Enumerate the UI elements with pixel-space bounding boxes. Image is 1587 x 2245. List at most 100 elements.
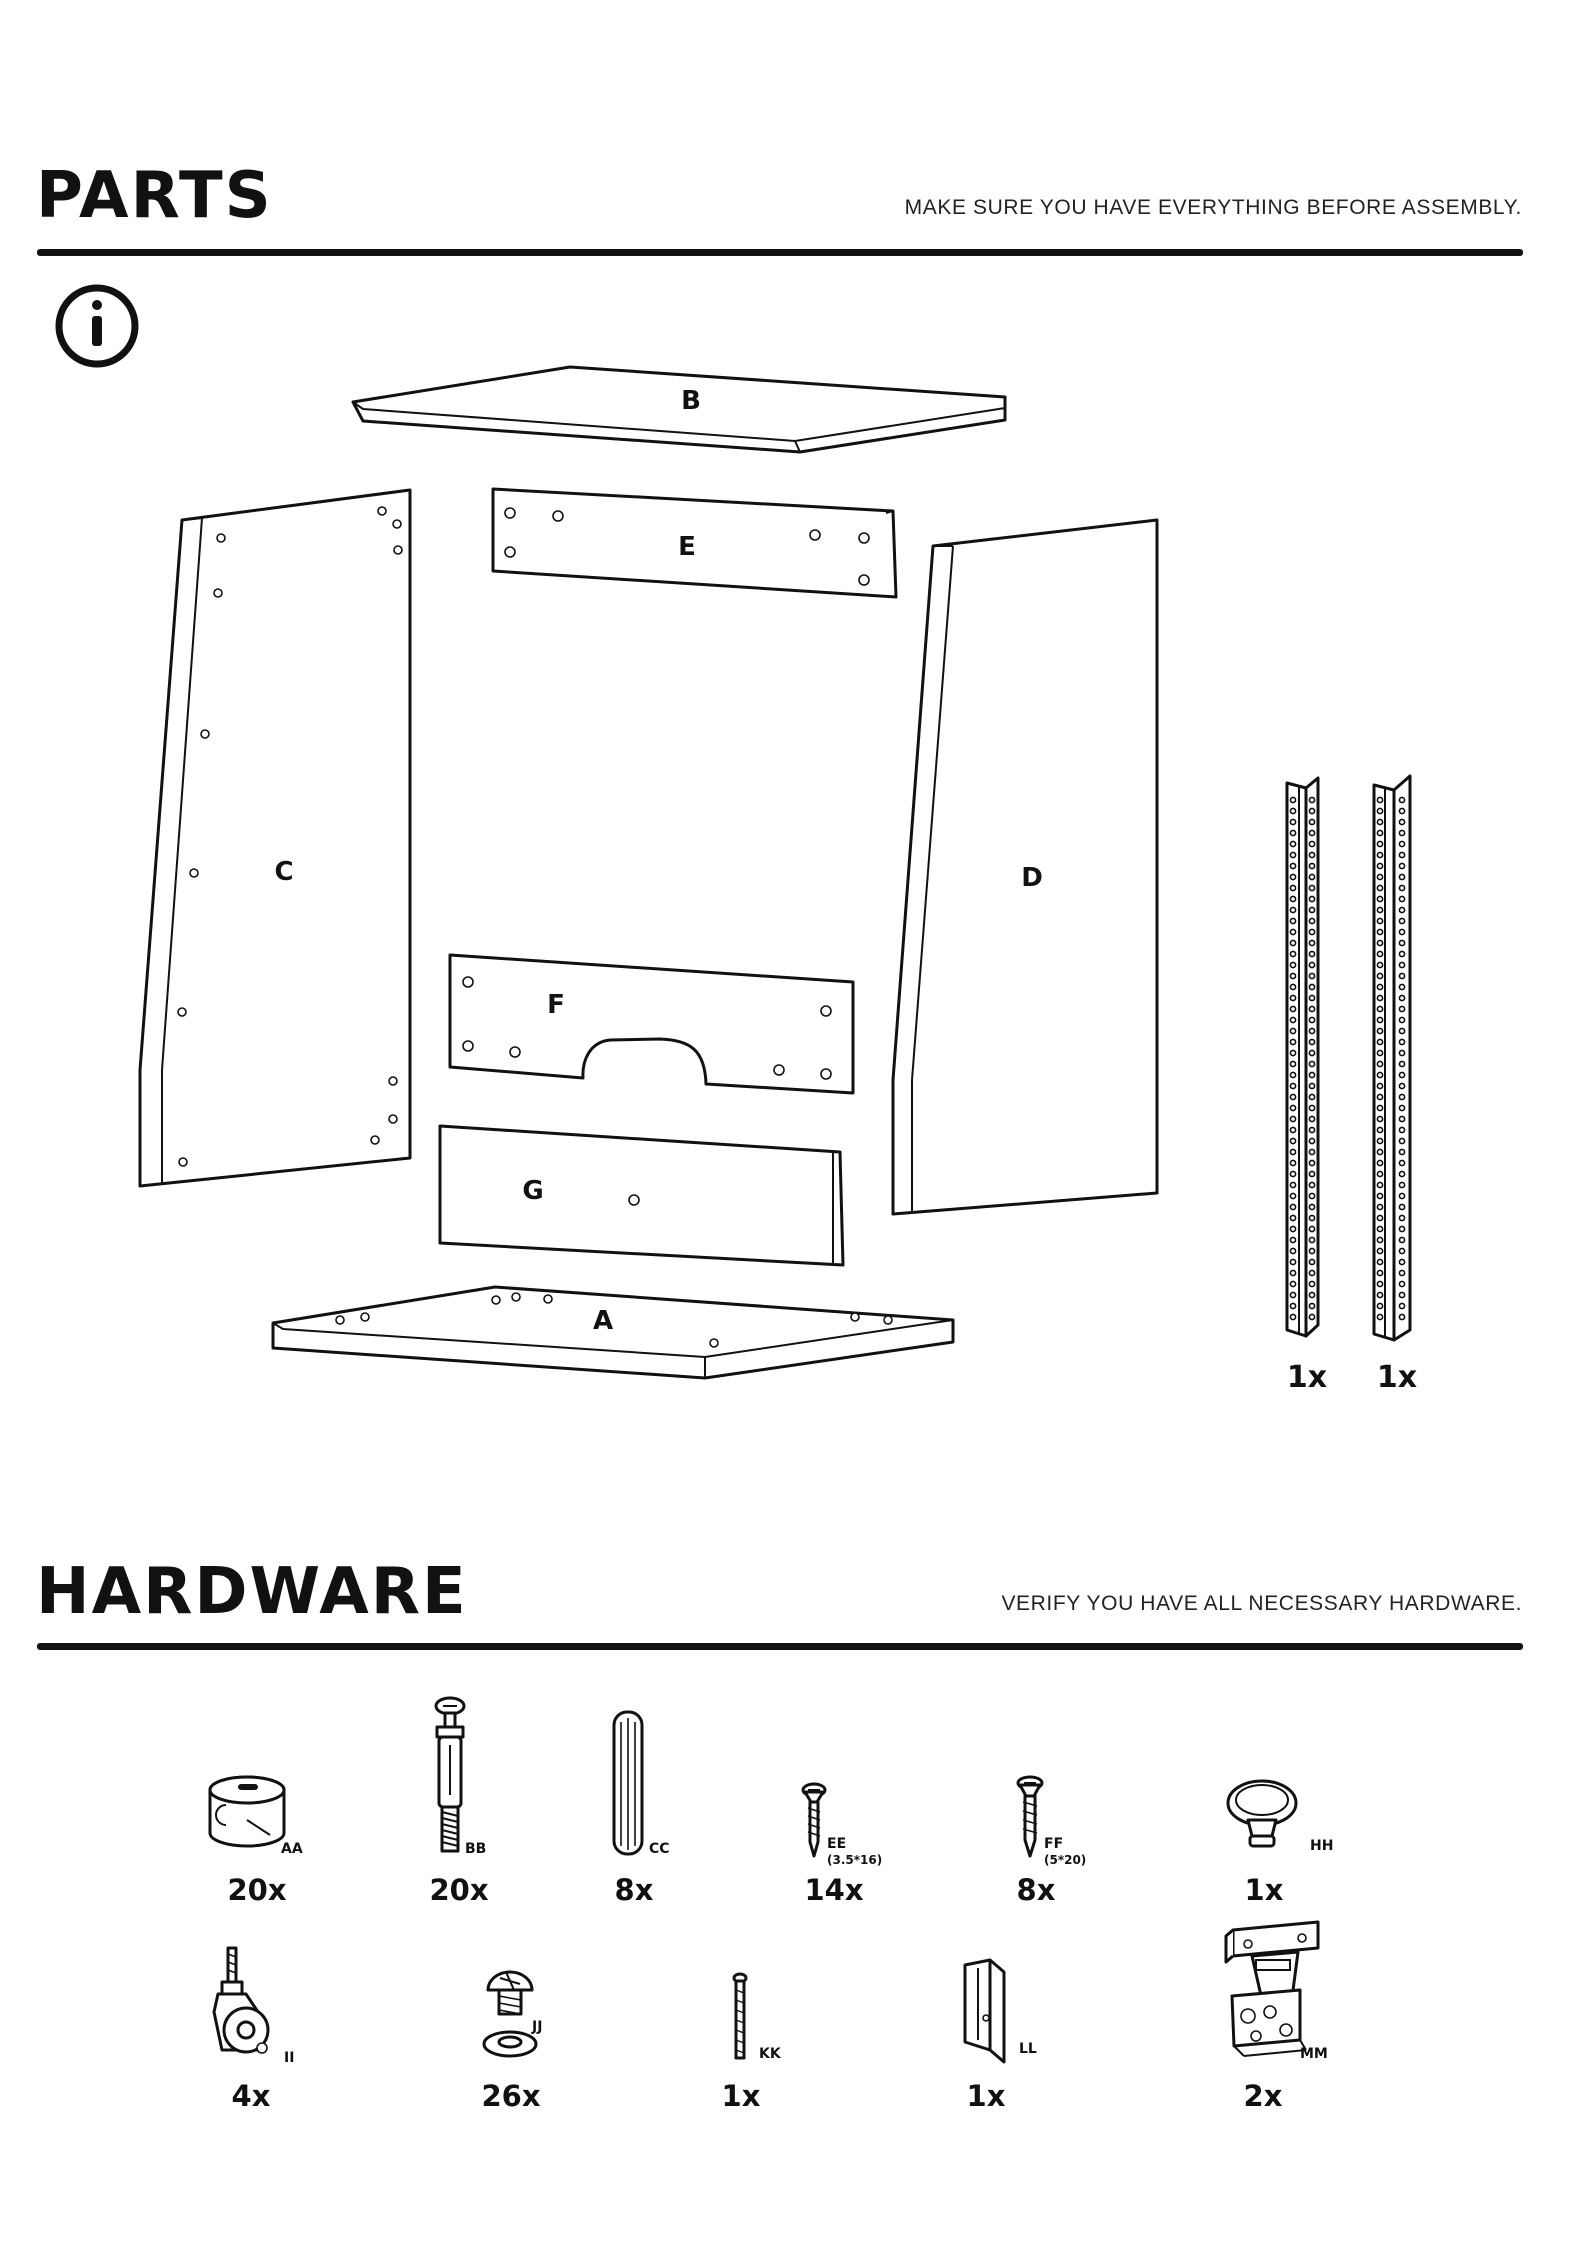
rail-hole [1377, 841, 1382, 846]
rail-hole [1309, 1017, 1314, 1022]
rail-hole [1377, 885, 1382, 890]
panel-b-label: B [681, 386, 701, 416]
rail-hole [1309, 1083, 1314, 1088]
rail-hole [1290, 1006, 1295, 1011]
rail-hole [1290, 1017, 1295, 1022]
rail-hole [1399, 1050, 1404, 1055]
rail-hole [1309, 1303, 1314, 1308]
rail-hole [1290, 1303, 1295, 1308]
rail-hole [1377, 962, 1382, 967]
rail-hole [1309, 896, 1314, 901]
hw-code-aa: AA [281, 1841, 303, 1857]
rail-hole [1377, 1226, 1382, 1231]
rail-hole [1399, 1138, 1404, 1143]
rail-hole [1309, 1182, 1314, 1187]
hw-qty-mm: 2x [1244, 2079, 1283, 2113]
rail-left-quantity: 1x [1287, 1360, 1327, 1395]
rail-hole [1399, 1006, 1404, 1011]
rail-hole [1377, 1028, 1382, 1033]
rail-hole [1290, 1061, 1295, 1066]
rail-hole [1377, 1215, 1382, 1220]
rail-hole [1309, 1160, 1314, 1165]
rail-hole [1399, 1281, 1404, 1286]
panel-d-label: D [1021, 863, 1043, 893]
bracket-icon [965, 1960, 1004, 2062]
rail-hole [1309, 1072, 1314, 1077]
hw-code-ff: FF [1044, 1836, 1063, 1852]
rail-hole [1309, 1127, 1314, 1132]
rail-hole [1377, 896, 1382, 901]
rail-hole [1309, 1237, 1314, 1242]
panel-e-label: E [678, 532, 696, 562]
rail-hole [1309, 907, 1314, 912]
rail-hole [1377, 819, 1382, 824]
rail-hole [1399, 797, 1404, 802]
hw-qty-ee: 14x [804, 1873, 863, 1907]
rail-hole [1399, 1204, 1404, 1209]
info-icon [59, 288, 135, 364]
rail-hole [1290, 808, 1295, 813]
rail-hole [1399, 1171, 1404, 1176]
rail-hole [1309, 1050, 1314, 1055]
rail-hole [1399, 929, 1404, 934]
hw-code-ll: LL [1019, 2041, 1037, 2057]
rail-hole [1309, 962, 1314, 967]
rail-hole [1290, 863, 1295, 868]
rail-hole [1309, 819, 1314, 824]
rail-hole [1309, 973, 1314, 978]
rail-hole [1309, 1094, 1314, 1099]
rail-hole [1309, 1116, 1314, 1121]
rail-hole [1399, 852, 1404, 857]
rail-hole [1377, 918, 1382, 923]
rail-hole [1377, 1138, 1382, 1143]
rail-hole [1290, 1116, 1295, 1121]
rail-hole [1399, 1061, 1404, 1066]
rail-hole [1399, 973, 1404, 978]
rail-hole [1290, 929, 1295, 934]
rail-hole [1399, 951, 1404, 956]
rail-hole [1377, 1017, 1382, 1022]
rail-hole [1290, 1127, 1295, 1132]
hw-code-hh: HH [1310, 1838, 1333, 1854]
rail-hole [1377, 797, 1382, 802]
metal-rail-left [1287, 778, 1318, 1336]
panel-c-label: C [274, 857, 293, 887]
rail-hole [1309, 874, 1314, 879]
rail-hole [1290, 1281, 1295, 1286]
rail-hole [1399, 984, 1404, 989]
rail-hole [1399, 1072, 1404, 1077]
rail-hole [1399, 940, 1404, 945]
wood-dowel-icon [614, 1712, 642, 1854]
rail-hole [1309, 940, 1314, 945]
rail-hole [1399, 1028, 1404, 1033]
rail-hole [1290, 1039, 1295, 1044]
rail-hole [1399, 1127, 1404, 1132]
rail-hole [1399, 1149, 1404, 1154]
rail-hole [1290, 995, 1295, 1000]
rail-hole [1399, 1083, 1404, 1088]
rail-hole [1377, 1149, 1382, 1154]
rail-hole [1377, 940, 1382, 945]
rail-hole [1377, 929, 1382, 934]
rail-hole [1399, 863, 1404, 868]
rail-hole [1309, 984, 1314, 989]
hw-qty-jj: 26x [481, 2079, 540, 2113]
rail-hole [1377, 1006, 1382, 1011]
rail-hole [1290, 1270, 1295, 1275]
rail-hole [1377, 1083, 1382, 1088]
panel-f-label: F [547, 990, 565, 1020]
rail-hole [1399, 1237, 1404, 1242]
hw-code-jj: JJ [531, 2019, 542, 2035]
rail-hole [1399, 885, 1404, 890]
rail-hole [1377, 1105, 1382, 1110]
rail-hole [1290, 896, 1295, 901]
rail-hole [1399, 808, 1404, 813]
rail-hole [1309, 1226, 1314, 1231]
cam-lock-icon [210, 1777, 284, 1846]
rail-hole [1290, 841, 1295, 846]
rail-hole [1290, 1072, 1295, 1077]
cam-bolt-icon [436, 1698, 464, 1851]
rail-hole [1309, 797, 1314, 802]
bolt-washer-icon [484, 1972, 536, 2056]
rail-hole [1377, 1072, 1382, 1077]
